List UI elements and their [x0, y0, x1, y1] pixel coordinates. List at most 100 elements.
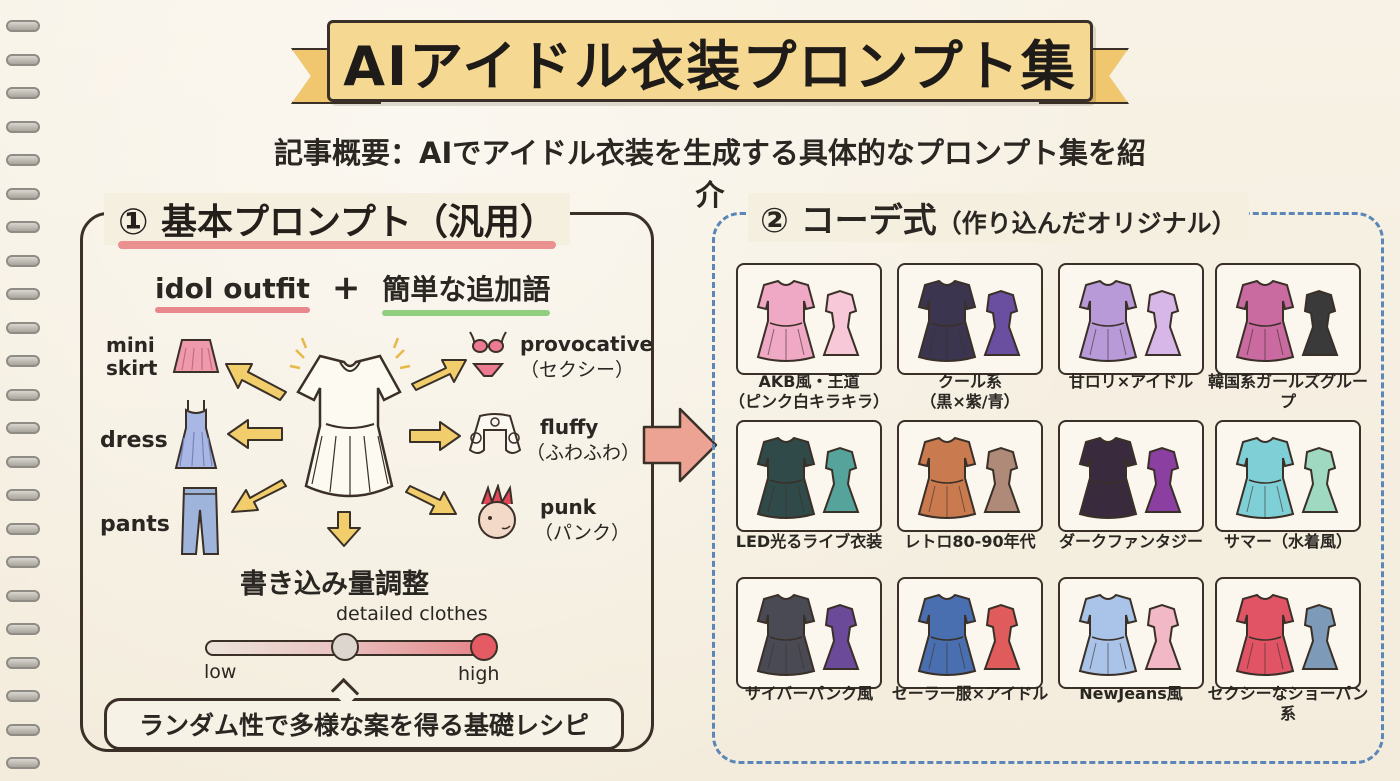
spiral-ring — [6, 321, 40, 334]
spiral-ring — [6, 556, 40, 568]
slider-low-label: low — [204, 661, 237, 683]
outfit-card-label: セクシーなショーパン系 — [1207, 684, 1369, 723]
outfit-card-label: LED光るライブ衣装 — [735, 532, 883, 551]
section2-title: ② コーデ式（作り込んだオリジナル） — [748, 193, 1249, 246]
big-right-arrow — [642, 407, 718, 483]
label-fluffy: fluffy （ふわふわ） — [526, 415, 640, 465]
outfit-card-label: サイバーパンク風 — [744, 684, 874, 703]
article-summary: 記事概要：AIでアイドル衣装を生成する具体的なプロンプト集を紹介 — [270, 130, 1150, 218]
outfit-illustration-icon — [1078, 593, 1182, 676]
spiral-ring — [6, 589, 40, 602]
outfit-illustration-icon — [756, 593, 860, 676]
outfit-illustration-icon — [1235, 279, 1339, 362]
label-mini: mini — [106, 333, 155, 357]
outfit-card[interactable] — [736, 263, 882, 375]
outfit-card-label: レトロ80-90年代 — [904, 532, 1036, 551]
spiral-binding — [0, 0, 44, 781]
spiral-ring — [6, 20, 40, 32]
outfit-card-label: 甘ロリ×アイドル — [1068, 372, 1194, 391]
outfit-card-label: セーラー服×アイドル — [891, 684, 1049, 703]
label-punk: punk （パンク） — [534, 495, 630, 545]
outfit-illustration-icon — [1235, 436, 1339, 519]
title-banner: AIアイドル衣装プロンプト集 — [291, 14, 1129, 104]
outfit-illustration-icon — [917, 436, 1021, 519]
callout-text: ランダム性で多様な案を得る基礎レシピ — [138, 711, 589, 740]
outfit-card[interactable] — [897, 263, 1043, 375]
fluffy-jacket-icon — [468, 413, 522, 454]
spiral-ring — [6, 288, 40, 300]
outfit-card-label: ダークファンタジー — [1058, 532, 1203, 551]
section2-title-sub: （作り込んだオリジナル） — [936, 209, 1237, 238]
label-dress: dress — [100, 428, 168, 453]
section1-title-text: ① 基本プロンプト（汎用） — [118, 202, 556, 243]
article-summary-text: 記事概要：AIでアイドル衣装を生成する具体的なプロンプト集を紹介 — [274, 136, 1146, 212]
outfit-card-label: サマー（水着風） — [1223, 532, 1352, 551]
title-banner-plate: AIアイドル衣装プロンプト集 — [327, 20, 1093, 102]
label-punk-en: punk — [540, 495, 597, 519]
arrow-to-mini-skirt — [225, 363, 287, 401]
outfit-card[interactable] — [1215, 577, 1361, 689]
outfit-illustration-icon — [1078, 279, 1182, 362]
label-fluffy-en: fluffy — [540, 415, 599, 439]
outfit-card[interactable] — [897, 577, 1043, 689]
spiral-ring — [6, 355, 40, 367]
outfit-card[interactable] — [1058, 420, 1204, 532]
label-pants: pants — [100, 512, 170, 537]
formula-plus: + — [331, 268, 361, 308]
outfit-card[interactable] — [1215, 420, 1361, 532]
formula-term-additional-words: 簡単な追加語 — [382, 268, 551, 316]
detail-slider-high-end — [470, 633, 498, 661]
punk-head-icon — [478, 484, 516, 539]
outfit-card-label: クール系 （黒×紫/青） — [920, 372, 1020, 411]
outfit-illustration-icon — [917, 593, 1021, 676]
arrow-to-provocative — [411, 359, 467, 391]
section2-title-main: ② コーデ式 — [760, 201, 937, 241]
outfit-illustration-icon — [756, 436, 860, 519]
spiral-ring — [6, 53, 40, 66]
arrow-to-punk — [405, 485, 457, 515]
basic-idol-outfit-icon — [289, 337, 411, 498]
outfit-illustration-icon — [1078, 436, 1182, 519]
adjust-title-text: 書き込み量調整 — [240, 569, 429, 600]
slider-label: detailed clothes — [336, 603, 488, 625]
outfit-card-label: AKB風・王道 （ピンク白キラキラ） — [728, 372, 889, 411]
prompt-formula: idol outfit + 簡単な追加語 — [155, 268, 575, 316]
outfit-card[interactable] — [1058, 577, 1204, 689]
outfit-card-label: NewJeans風 — [1079, 684, 1183, 703]
formula-term-idol-outfit: idol outfit — [155, 271, 310, 313]
outfit-card[interactable] — [736, 420, 882, 532]
spiral-ring — [6, 254, 40, 267]
outfit-card[interactable] — [897, 420, 1043, 532]
spiral-ring — [6, 120, 40, 133]
spiral-ring — [6, 422, 40, 434]
spiral-ring — [6, 455, 40, 468]
page-title: AIアイドル衣装プロンプト集 — [343, 34, 1077, 98]
detail-slider-knob[interactable] — [331, 633, 359, 661]
mini-skirt-icon — [172, 339, 220, 373]
outfit-card[interactable] — [1215, 263, 1361, 375]
arrow-down-to-adjust — [327, 511, 361, 547]
outfit-illustration-icon — [1235, 593, 1339, 676]
spiral-ring — [6, 723, 40, 736]
dress-icon — [174, 400, 218, 469]
label-punk-ja: （パンク） — [534, 522, 630, 544]
spiral-ring — [6, 221, 40, 233]
spiral-ring — [6, 623, 40, 635]
spiral-ring — [6, 656, 40, 669]
label-provocative-ja: （セクシー） — [520, 359, 635, 381]
arrow-to-pants — [231, 479, 287, 513]
outfit-card-label: 韓国系ガールズグループ — [1207, 372, 1368, 411]
arrow-to-fluffy — [409, 421, 461, 451]
bikini-icon — [469, 331, 507, 377]
spiral-ring — [6, 522, 40, 535]
outfit-card[interactable] — [1058, 263, 1204, 375]
outfit-illustration-icon — [756, 279, 860, 362]
section1-title-underline — [118, 241, 556, 249]
outfit-card[interactable] — [736, 577, 882, 689]
pants-icon — [180, 487, 220, 555]
label-provocative: provocative （セクシー） — [520, 333, 653, 382]
spiral-ring — [6, 388, 40, 401]
spiral-ring — [6, 87, 40, 99]
label-mini-skirt: mini skirt — [106, 334, 157, 380]
